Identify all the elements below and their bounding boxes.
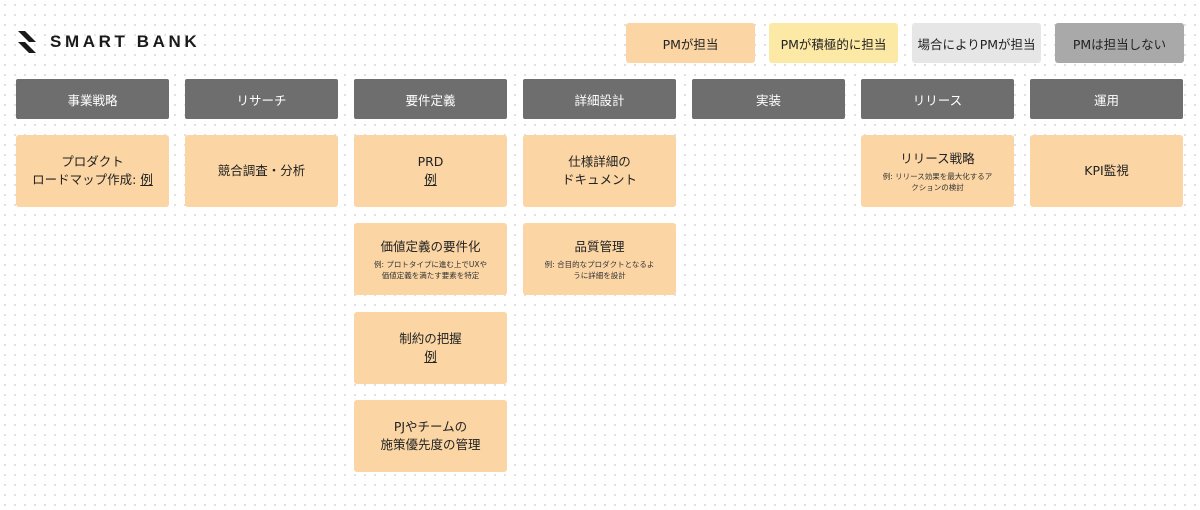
card-note-line1: 例: リリース効果を最大化するア [882,171,993,181]
card-note: 例: 合目的なプロダクトとなるように詳細を設計 [545,259,655,281]
card-title: PRD [417,154,444,169]
card-note-line2: クションの検討 [911,182,964,192]
card-title: PJやチームの [393,419,468,434]
card-title-line2: 施策優先度の管理 [380,437,481,452]
card-note-line1: 例: 合目的なプロダクトとなるよ [544,259,655,269]
card-title-line2: ドキュメント [561,172,637,187]
legend-pm-actively-responsible: PMが積極的に担当 [769,23,898,63]
card-title: 品質管理 [574,238,625,254]
card-title-text: ロードマップ作成: [32,172,141,187]
card-constraints: 制約の把握 例 [354,312,507,384]
card-note-line1: 例: プロトタイプに進む上でUXや [373,259,488,269]
card-title: 競合調査・分析 [217,163,306,178]
card-note-line2: 価値定義を満たす要素を特定 [381,270,480,280]
phase-implementation: 実装 [692,79,845,119]
card-priority-management: PJやチームの 施策優先度の管理 [354,400,507,472]
card-competitor-analysis: 競合調査・分析 [185,135,338,207]
brand-logo: SMART BANK [16,29,200,55]
card-prd: PRD 例 [354,135,507,207]
card-value-requirements: 価値定義の要件化 例: プロトタイプに進む上でUXや価値定義を満たす要素を特定 [354,223,507,295]
phase-operations: 運用 [1030,79,1183,119]
smart-bank-logo-icon [18,31,36,53]
example-link[interactable]: 例 [424,172,437,187]
legend-pm-sometimes-responsible: 場合によりPMが担当 [912,23,1041,63]
card-release-strategy: リリース戦略 例: リリース効果を最大化するアクションの検討 [861,135,1014,207]
brand-name: SMART BANK [50,32,201,51]
phase-requirements: 要件定義 [354,79,507,119]
card-title: 制約の把握 [399,331,462,346]
card-spec-document: 仕様詳細の ドキュメント [523,135,676,207]
card-roadmap: プロダクト ロードマップ作成: 例 [16,135,169,207]
example-link[interactable]: 例 [424,349,437,364]
phase-research: リサーチ [185,79,338,119]
phase-release: リリース [861,79,1014,119]
card-note: 例: リリース効果を最大化するアクションの検討 [883,171,993,193]
legend-pm-responsible: PMが担当 [626,23,755,63]
phase-business-strategy: 事業戦略 [16,79,169,119]
card-quality-management: 品質管理 例: 合目的なプロダクトとなるように詳細を設計 [523,223,676,295]
card-title: 仕様詳細の [568,154,631,169]
card-title: 価値定義の要件化 [380,238,481,254]
card-title: プロダクト [61,154,124,169]
card-title: リリース戦略 [900,150,975,166]
card-note-line2: うに詳細を設計 [573,270,626,280]
card-note: 例: プロトタイプに進む上でUXや価値定義を満たす要素を特定 [374,259,487,281]
phase-detailed-design: 詳細設計 [523,79,676,119]
card-title-line2: ロードマップ作成: 例 [32,171,153,189]
card-kpi-monitoring: KPI監視 [1030,135,1183,207]
card-title: KPI監視 [1084,163,1129,178]
example-link[interactable]: 例 [140,172,153,187]
legend-pm-not-responsible: PMは担当しない [1055,23,1184,63]
